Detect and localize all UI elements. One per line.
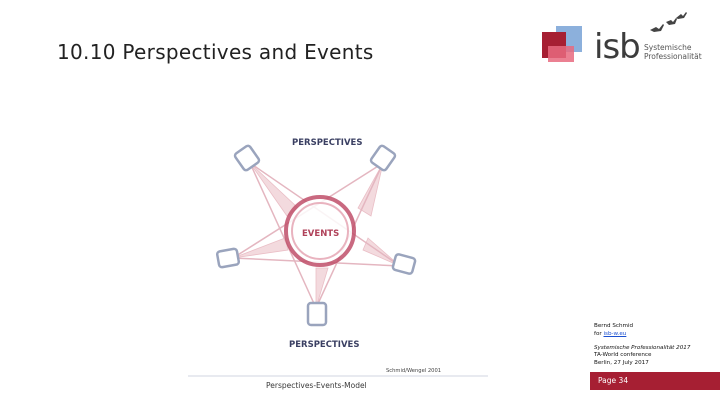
- diagram-graphic: PERSPECTIVES EVENTS PERSPECTIVES Schmid/…: [188, 118, 488, 398]
- author-affiliation: for isb-w.eu: [594, 331, 718, 339]
- birds-icon: [650, 12, 687, 32]
- diagram-caption: Perspectives-Events-Model: [266, 381, 367, 390]
- page-number: Page 34: [598, 376, 628, 385]
- slide-title: 10.10 Perspectives and Events: [57, 40, 374, 64]
- place-date-line: Berlin, 27 July 2017: [594, 360, 718, 368]
- presentation-info: Bernd Schmid for isb-w.eu Systemische Pr…: [594, 323, 718, 368]
- isb-logo: isb Systemische Professionalität: [538, 8, 720, 70]
- isb-link[interactable]: isb-w.eu: [603, 331, 626, 337]
- perspectives-events-diagram: PERSPECTIVES EVENTS PERSPECTIVES Schmid/…: [188, 118, 488, 398]
- event-line: TA-World conference: [594, 352, 718, 360]
- logo-wordmark: isb: [594, 30, 640, 64]
- logo-tagline: Systemische Professionalität: [644, 43, 714, 61]
- events-label: EVENTS: [302, 229, 339, 239]
- bottom-perspectives-label: PERSPECTIVES: [289, 340, 359, 350]
- page-number-bar: Page 34: [590, 372, 720, 390]
- diagram-credit: Schmid/Wengel 2001: [386, 368, 441, 374]
- organization-line: Systemische Professionalität 2017: [594, 345, 718, 353]
- top-perspectives-label: PERSPECTIVES: [292, 138, 362, 148]
- author-name: Bernd Schmid: [594, 323, 718, 331]
